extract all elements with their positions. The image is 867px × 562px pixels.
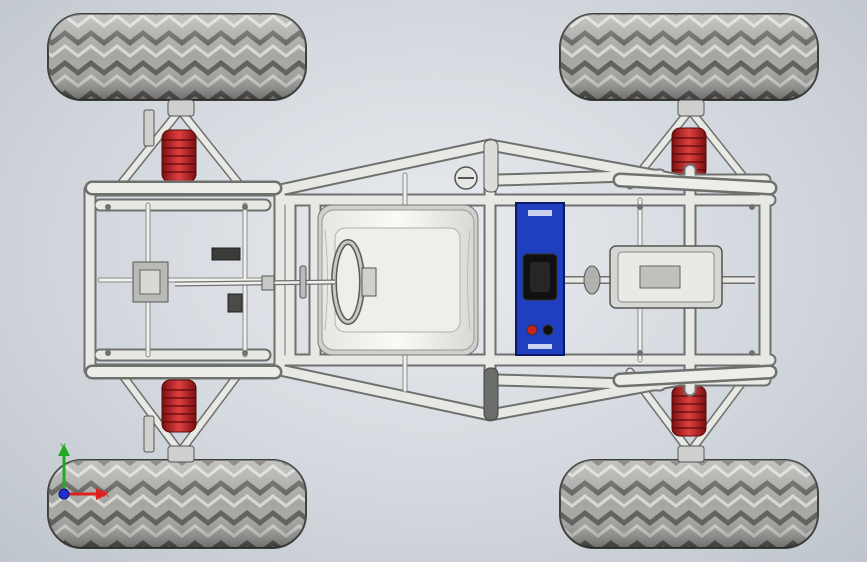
tire-front-left[interactable] [47, 13, 307, 101]
axis-x-label: X [103, 489, 109, 499]
pedal-box [211, 247, 243, 313]
wheel-hubs [143, 99, 705, 463]
motor-differential[interactable] [565, 245, 755, 309]
main-hoop-pillars [483, 139, 499, 421]
axis-y-label: Y [60, 442, 66, 452]
gauge-icon [454, 166, 478, 190]
seat[interactable] [317, 204, 479, 356]
tire-rear-left[interactable] [47, 459, 307, 549]
frame-node-bolts [105, 204, 755, 356]
tire-rear-right[interactable] [559, 459, 819, 549]
coordinate-triad-icon: Y X [58, 442, 109, 500]
side-impact-bars [84, 172, 778, 388]
steering-column [174, 265, 336, 299]
coilover-front-left[interactable] [161, 129, 197, 183]
steering-rack[interactable] [132, 261, 169, 303]
coilover-rear-left[interactable] [161, 379, 197, 433]
tire-front-right[interactable] [559, 13, 819, 101]
battery-pack[interactable] [515, 202, 565, 356]
